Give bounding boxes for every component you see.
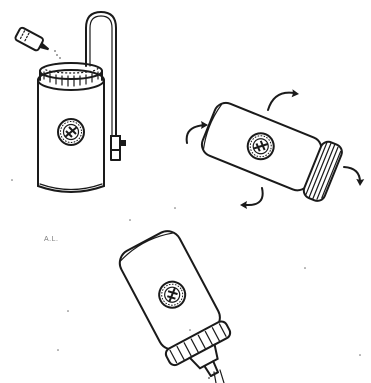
panel-invert (114, 226, 244, 383)
rotation-arrow (344, 167, 364, 186)
label-emblem (58, 119, 84, 145)
panel-rotate (187, 89, 365, 209)
tilted-container (198, 97, 345, 203)
upright-container (38, 63, 104, 192)
inverted-container (114, 226, 244, 383)
squeeze-bottle (14, 27, 51, 56)
rotation-arrow (240, 188, 263, 209)
panel-fill (14, 12, 126, 192)
rotation-arrow (268, 89, 299, 110)
pour-drops (54, 50, 61, 59)
stray-mark: A.L. (44, 236, 58, 243)
